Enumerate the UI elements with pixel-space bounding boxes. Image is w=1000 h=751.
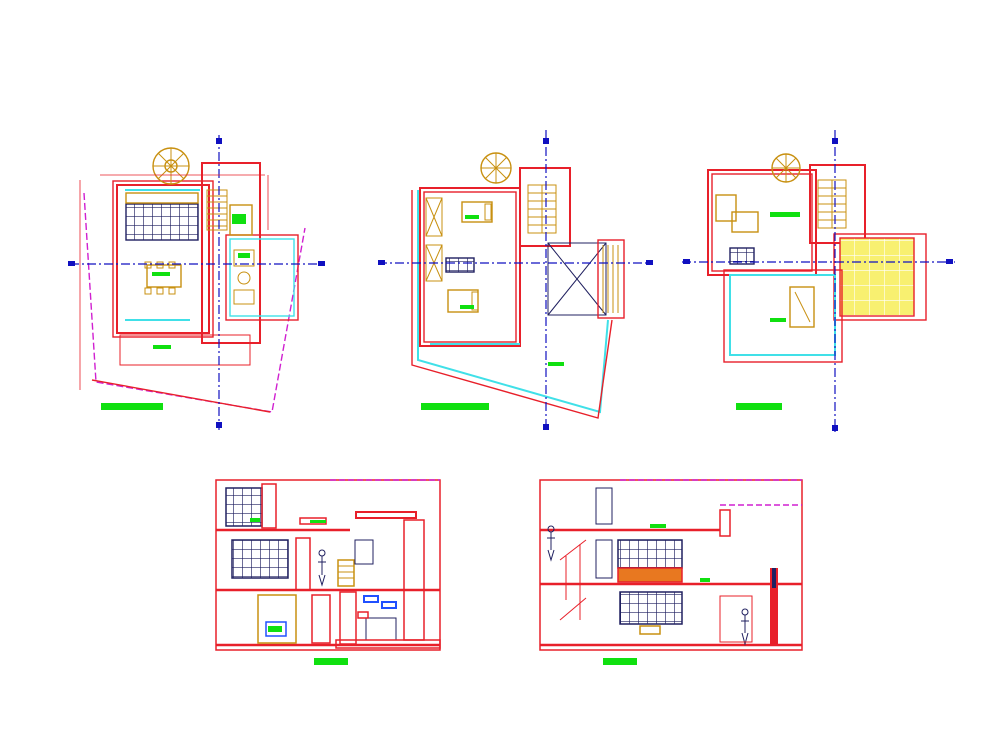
section-b-title-label	[603, 658, 637, 665]
terrace-tile-floor	[839, 237, 915, 317]
stair-icon	[206, 189, 228, 231]
plan-1-title-label	[101, 403, 163, 410]
human-figure-icon	[547, 525, 555, 562]
floor-plan-2	[378, 130, 653, 430]
dining-table-icon	[144, 261, 182, 295]
spiral-stair-icon	[771, 153, 801, 183]
kitchen-tile-floor	[125, 203, 199, 241]
spiral-stair-icon	[152, 147, 190, 185]
sofa-icon	[233, 249, 255, 305]
stair-icon	[817, 179, 847, 229]
floor-plan-1	[68, 135, 325, 430]
bed-icon	[447, 201, 493, 313]
human-figure-icon	[741, 608, 749, 646]
stair-icon	[527, 184, 557, 234]
section-a-title-label	[314, 658, 348, 665]
section-a	[215, 479, 441, 651]
plan-2-title-label	[421, 403, 489, 410]
bed-icon	[715, 194, 737, 222]
plan-3-title-label	[736, 403, 782, 410]
floor-plan-3	[682, 130, 955, 432]
human-figure-icon	[318, 549, 326, 587]
section-axis-marker-icon	[70, 135, 320, 430]
spiral-stair-icon	[480, 152, 512, 184]
outer-wall	[116, 184, 210, 334]
section-b	[539, 479, 803, 651]
